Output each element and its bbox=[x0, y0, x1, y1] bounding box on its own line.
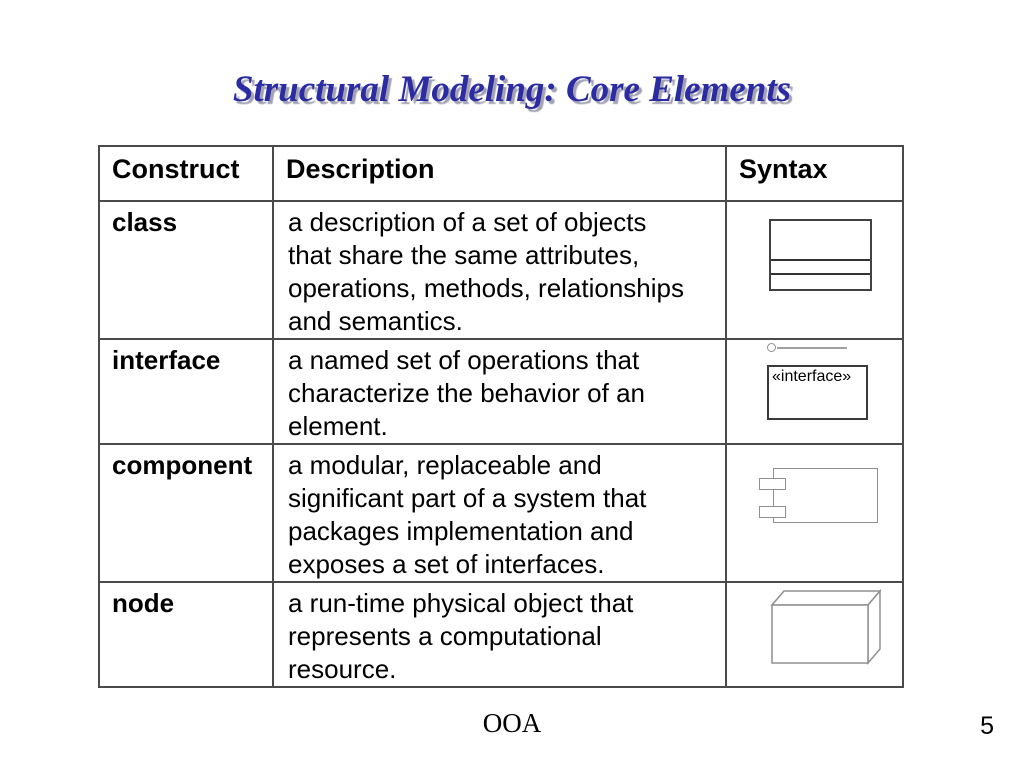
interface-stereotype-label: «interface» bbox=[772, 368, 852, 385]
table-row-interface: interface a named set of operations that… bbox=[98, 338, 904, 445]
description-text: a run-time physical object that represen… bbox=[272, 581, 727, 688]
construct-label: component bbox=[98, 443, 274, 583]
header-construct: Construct bbox=[98, 145, 274, 202]
header-description: Description bbox=[272, 145, 727, 202]
construct-label: class bbox=[98, 200, 274, 340]
uml-node-icon bbox=[770, 588, 882, 666]
construct-label: interface bbox=[98, 338, 274, 445]
class-name-compartment bbox=[771, 221, 870, 261]
uml-interface-icon: «interface» bbox=[767, 365, 868, 420]
syntax-cell bbox=[725, 200, 904, 340]
syntax-cell: «interface» bbox=[725, 338, 904, 445]
uml-interface-lollipop-icon bbox=[767, 343, 776, 352]
table-row-class: class a description of a set of objects … bbox=[98, 200, 904, 340]
core-elements-table: Construct Description Syntax class a des… bbox=[98, 145, 904, 688]
syntax-cell bbox=[725, 581, 904, 688]
description-text: a modular, replaceable and significant p… bbox=[272, 443, 727, 583]
description-text: a description of a set of objects that s… bbox=[272, 200, 727, 340]
table-row-node: node a run-time physical object that rep… bbox=[98, 581, 904, 688]
component-tab-top bbox=[759, 478, 786, 490]
uml-class-icon bbox=[769, 219, 872, 291]
class-attributes-compartment bbox=[771, 261, 870, 275]
page-number: 5 bbox=[980, 712, 994, 740]
table-header-row: Construct Description Syntax bbox=[98, 145, 904, 202]
footer-text: OOA bbox=[482, 708, 542, 738]
uml-component-icon bbox=[773, 468, 878, 523]
syntax-cell bbox=[725, 443, 904, 583]
table-row-component: component a modular, replaceable and sig… bbox=[98, 443, 904, 583]
component-tab-bottom bbox=[759, 506, 786, 518]
slide-title: Structural Modeling: Core Elements bbox=[232, 69, 792, 110]
description-text: a named set of operations that character… bbox=[272, 338, 727, 445]
header-syntax: Syntax bbox=[725, 145, 904, 202]
construct-label: node bbox=[98, 581, 274, 688]
uml-interface-line bbox=[777, 347, 847, 349]
